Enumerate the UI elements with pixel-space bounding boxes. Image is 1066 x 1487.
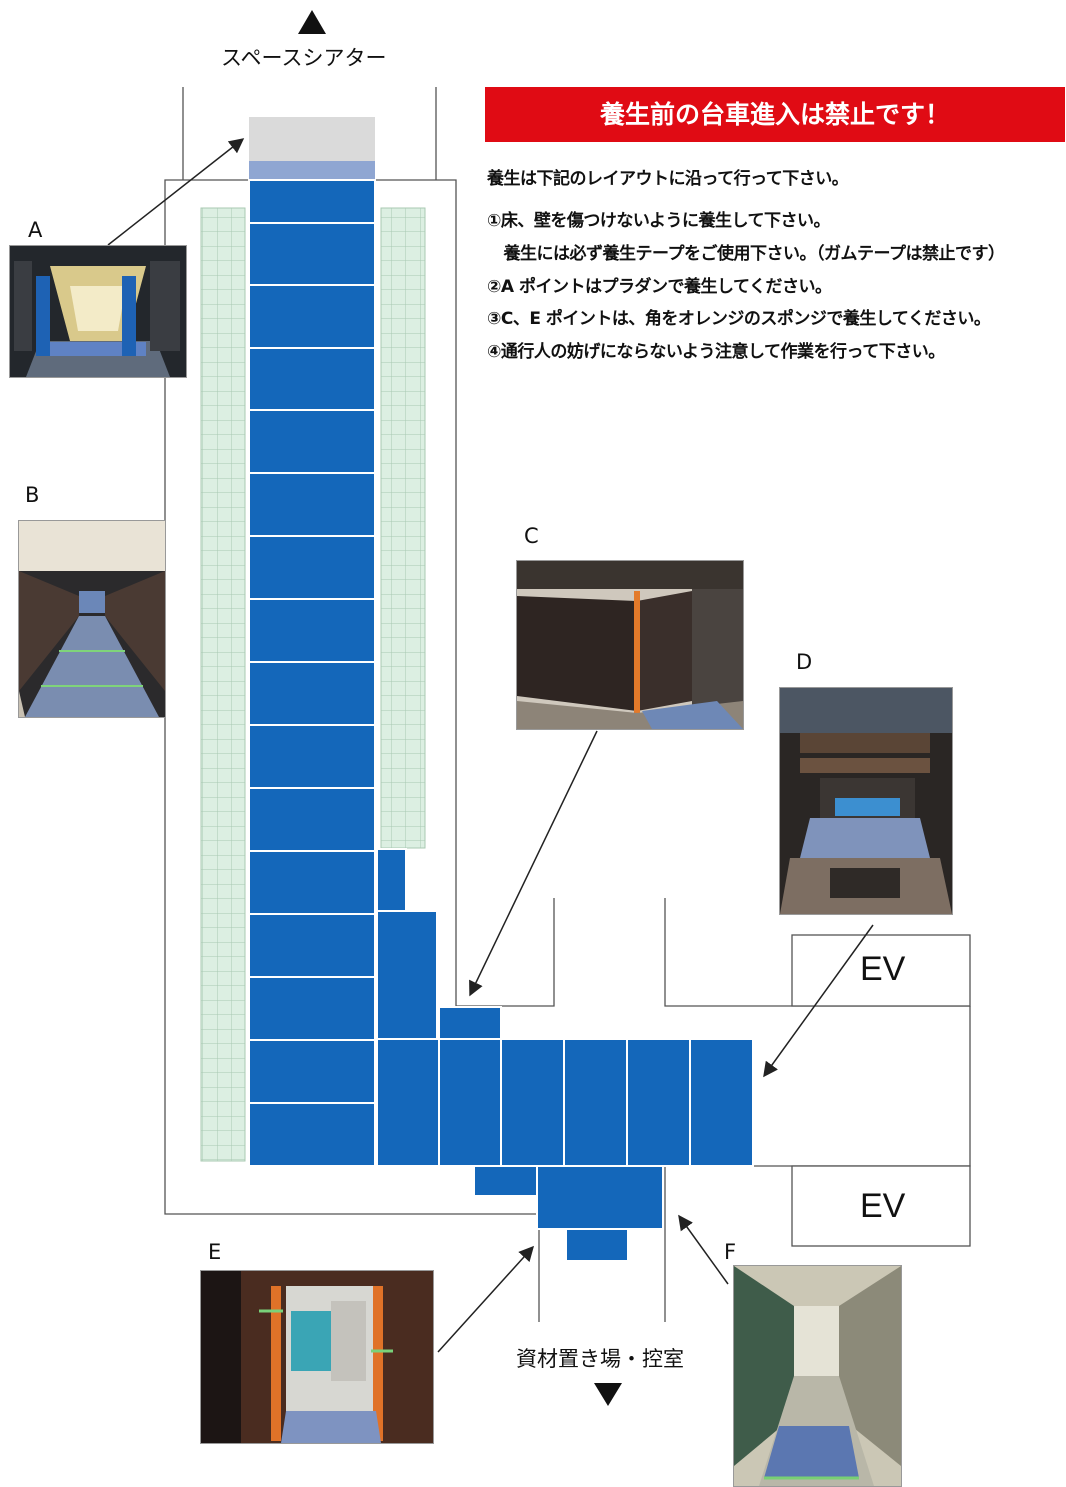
mat xyxy=(248,976,376,1041)
mat xyxy=(626,1038,691,1167)
notice-item: ①床、壁を傷つけないように養生して下さい。 xyxy=(487,211,831,231)
mat xyxy=(248,179,376,224)
tile-strip-right xyxy=(380,207,426,849)
mat xyxy=(248,347,376,411)
photo-d xyxy=(779,687,953,915)
mat xyxy=(376,848,407,912)
elevator-box-upper xyxy=(791,934,971,1007)
bottom-destination-label: 資材置き場・控室 xyxy=(516,1347,684,1371)
entrance-plate-grey xyxy=(249,117,375,161)
mat xyxy=(248,535,376,600)
mat xyxy=(473,1165,538,1197)
mat xyxy=(248,850,376,915)
notice-banner: 養生前の台車進入は禁止です！ xyxy=(485,87,1065,142)
arrow-e xyxy=(437,1245,535,1353)
mat xyxy=(438,1038,502,1167)
mat xyxy=(248,913,376,978)
notice-item: ③C、E ポイントは、角をオレンジのスポンジで養生してください。 xyxy=(487,309,991,329)
mat xyxy=(248,661,376,726)
photo-label-b: B xyxy=(25,483,40,507)
mat xyxy=(248,409,376,474)
mat xyxy=(376,1038,440,1167)
elevator-label-upper: EV xyxy=(860,950,906,988)
north-triangle-icon xyxy=(298,10,326,34)
mat xyxy=(248,1102,376,1167)
blue-mats xyxy=(248,179,754,1262)
photo-c xyxy=(516,560,744,730)
photo-e xyxy=(200,1270,434,1444)
photo-label-e: E xyxy=(208,1240,222,1264)
notice-item: ②A ポイントはプラダンで養生してください。 xyxy=(487,277,832,297)
photo-label-f: F xyxy=(724,1240,737,1264)
photo-b xyxy=(18,520,166,718)
mat xyxy=(248,1039,376,1104)
mat xyxy=(248,787,376,852)
south-triangle-icon xyxy=(594,1383,622,1406)
mat xyxy=(689,1038,754,1167)
arrow-f xyxy=(678,1214,729,1285)
notice-item: ④通行人の妨げにならないよう注意して作業を行って下さい。 xyxy=(487,342,945,362)
leader-arrows xyxy=(107,138,874,1353)
arrow-c xyxy=(469,730,598,997)
mat xyxy=(565,1228,629,1262)
notice-item: 養生には必ず養生テープをご使用下さい。（ガムテープは禁止です） xyxy=(487,244,1005,264)
photo-label-d: D xyxy=(796,650,813,674)
arrow-d xyxy=(763,924,874,1078)
mat xyxy=(500,1038,565,1167)
mat xyxy=(248,598,376,663)
top-destination-label: スペースシアター xyxy=(221,46,387,70)
photo-label-c: C xyxy=(524,524,539,548)
notice-intro: 養生は下記のレイアウトに沿って行って下さい。 xyxy=(487,169,849,189)
mat xyxy=(248,284,376,349)
photo-label-a: A xyxy=(28,218,43,242)
entrance-plate-light-blue xyxy=(249,161,375,180)
mat xyxy=(376,910,438,1040)
tile-strip-left xyxy=(200,207,246,1162)
arrow-a xyxy=(107,138,245,246)
mat xyxy=(248,724,376,789)
photo-f xyxy=(733,1265,902,1487)
mat xyxy=(536,1165,664,1230)
elevator-box-lower xyxy=(791,1165,971,1247)
mat xyxy=(438,1006,502,1040)
mat xyxy=(563,1038,628,1167)
mat xyxy=(248,222,376,286)
mat xyxy=(248,472,376,537)
photo-a xyxy=(9,245,187,378)
elevator-label-lower: EV xyxy=(860,1187,906,1225)
